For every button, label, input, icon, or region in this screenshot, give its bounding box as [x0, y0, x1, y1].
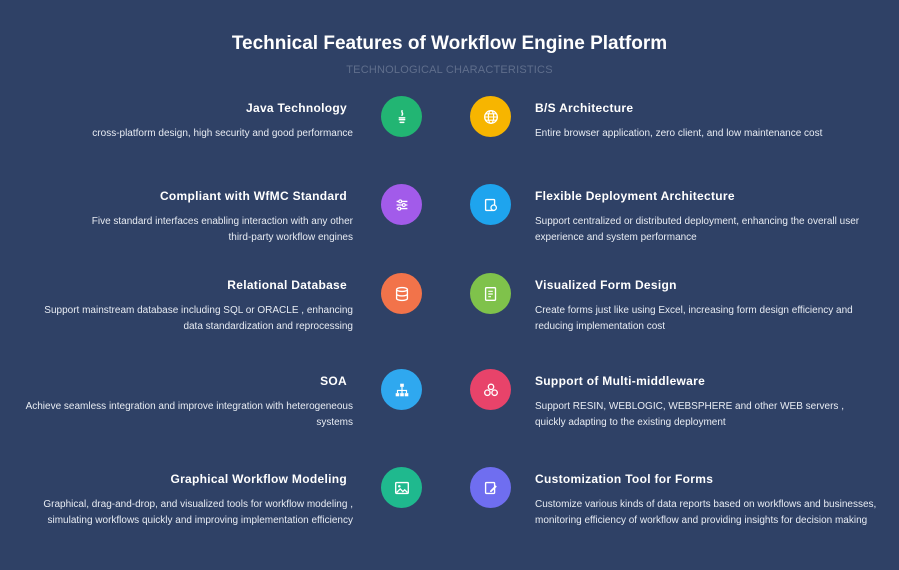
feature-title: Customization Tool for Forms [535, 472, 714, 486]
feature-title: Java Technology [246, 101, 347, 115]
feature-description: Customize various kinds of data reports … [535, 499, 877, 526]
feature-description: cross-platform design, high security and… [92, 128, 353, 139]
feature-description: Support mainstream database including SQ… [44, 305, 353, 332]
feature-visualized-form: Visualized Form Design Create forms just… [535, 278, 885, 335]
feature-description: Five standard interfaces enabling intera… [91, 216, 353, 243]
feature-description: Graphical, drag-and-drop, and visualized… [43, 499, 353, 526]
feature-title: Visualized Form Design [535, 278, 677, 292]
globe-icon [470, 96, 511, 137]
form-icon [470, 273, 511, 314]
feature-relational-database: Relational Database Support mainstream d… [23, 278, 353, 335]
page-subtitle: TECHNOLOGICAL CHARACTERISTICS [346, 64, 553, 76]
feature-description: Achieve seamless integration and improve… [25, 401, 353, 428]
database-icon [381, 273, 422, 314]
feature-title: Support of Multi-middleware [535, 374, 706, 388]
feature-title: Graphical Workflow Modeling [170, 472, 347, 486]
feature-graphical-modeling: Graphical Workflow Modeling Graphical, d… [3, 472, 353, 529]
image-icon [381, 467, 422, 508]
feature-description: Support RESIN, WEBLOGIC, WEBSPHERE and o… [535, 401, 844, 428]
deploy-icon [470, 184, 511, 225]
feature-multi-middleware: Support of Multi-middleware Support RESI… [535, 374, 875, 431]
java-icon [381, 96, 422, 137]
feature-soa: SOA Achieve seamless integration and imp… [3, 374, 353, 431]
feature-flexible-deployment: Flexible Deployment Architecture Support… [535, 189, 895, 246]
feature-title: Flexible Deployment Architecture [535, 189, 735, 203]
feature-title: SOA [320, 374, 347, 388]
sliders-icon [381, 184, 422, 225]
network-icon [381, 369, 422, 410]
feature-wfmc-standard: Compliant with WfMC Standard Five standa… [68, 189, 353, 246]
edit-icon [470, 467, 511, 508]
feature-title: Relational Database [227, 278, 347, 292]
feature-title: B/S Architecture [535, 101, 634, 115]
middleware-icon [470, 369, 511, 410]
feature-description: Support centralized or distributed deplo… [535, 216, 860, 243]
page-title: Technical Features of Workflow Engine Pl… [231, 33, 668, 54]
feature-bs-architecture: B/S Architecture Entire browser applicat… [535, 101, 875, 142]
feature-description: Create forms just like using Excel, incr… [535, 305, 853, 332]
feature-customization-tool: Customization Tool for Forms Customize v… [535, 472, 885, 529]
feature-java-technology: Java Technology cross-platform design, h… [23, 101, 353, 142]
feature-description: Entire browser application, zero client,… [535, 128, 823, 139]
feature-title: Compliant with WfMC Standard [159, 189, 347, 203]
